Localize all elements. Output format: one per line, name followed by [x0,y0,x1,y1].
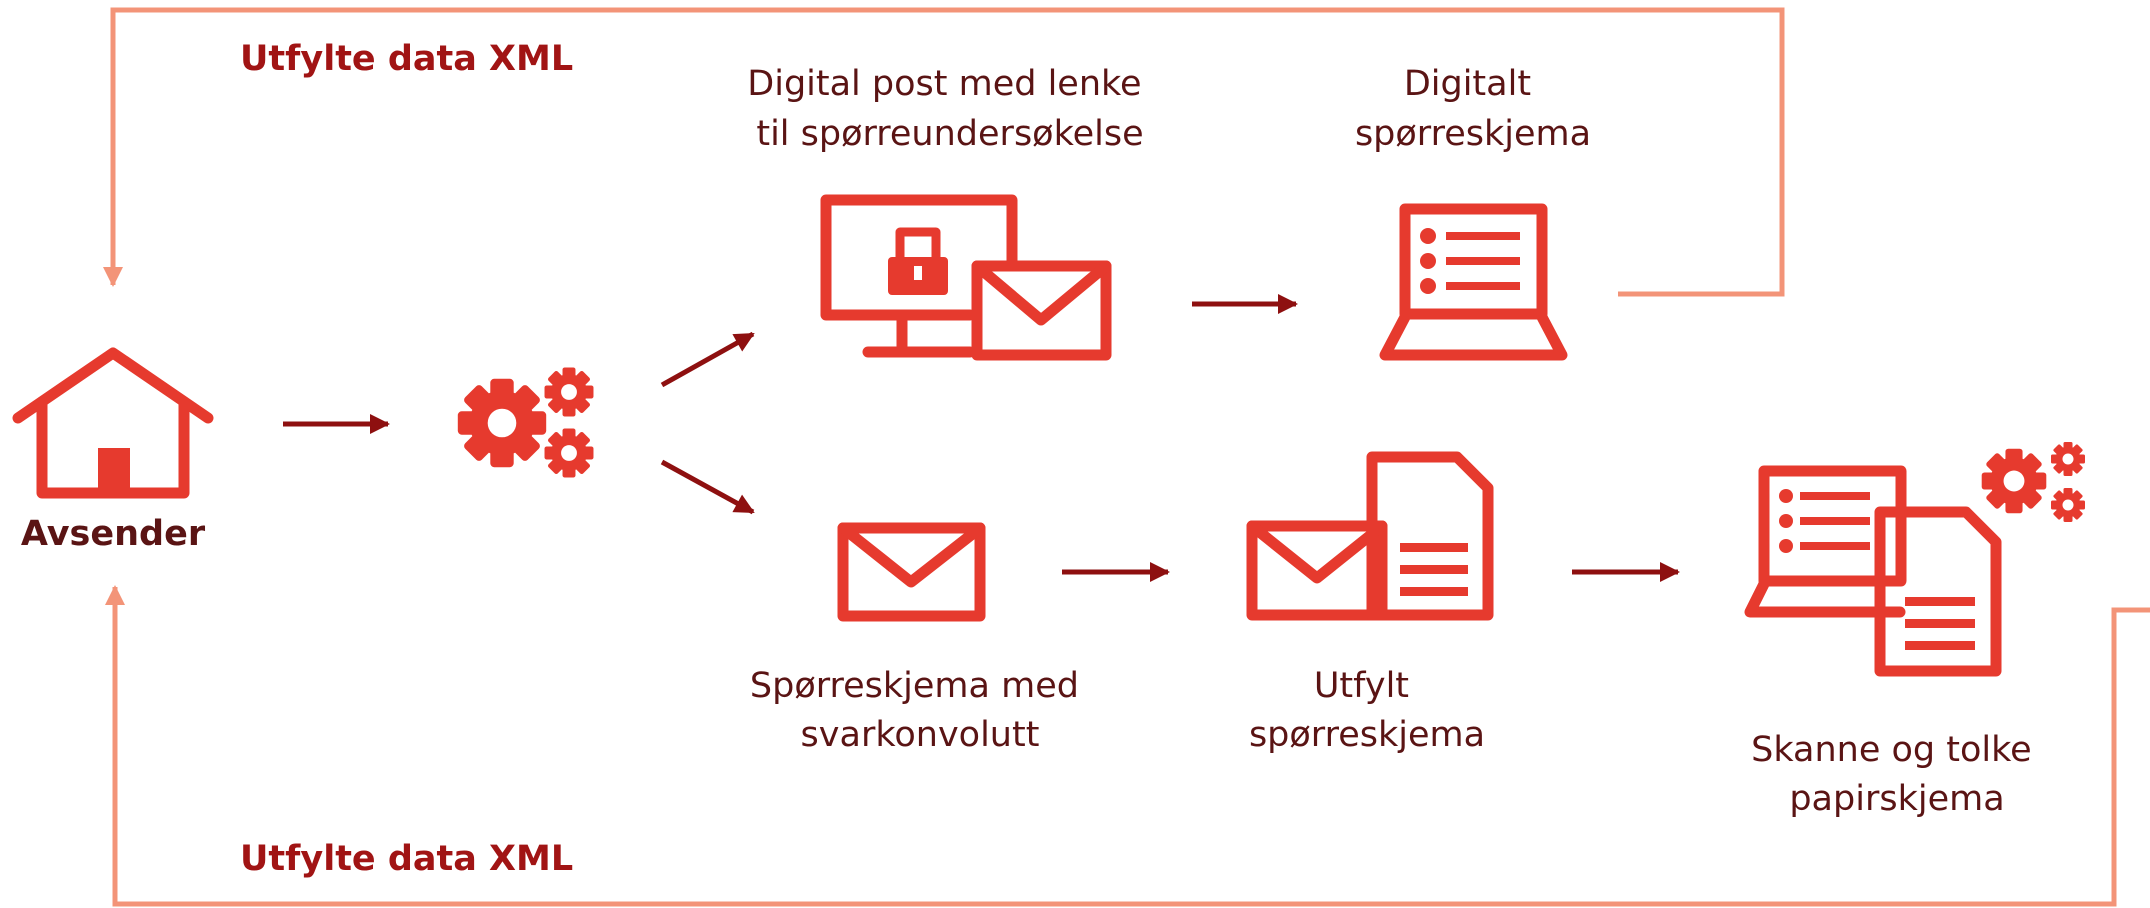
feedback-label-bottom: Utfylte data XML [240,839,573,879]
scan-label: Skanne og tolke papirskjema [1751,730,2043,819]
paper-form-label: Spørreskjema med svarkonvolutt [750,666,1090,755]
house-icon [12,347,214,499]
monitor-lock-envelope-icon [820,194,1112,361]
envelope-document-icon [1246,451,1494,621]
laptop-document-gears-icon [1744,442,2085,677]
flow-arrow-to-paper-form [660,459,755,515]
sender-label: Avsender [21,514,206,554]
feedback-label-top: Utfylte data XML [240,39,573,79]
laptop-form-icon [1379,203,1568,361]
flow-arrow-to-digital-post [660,331,755,388]
feedback-line-bottom [105,585,2150,907]
envelope-icon [837,522,986,622]
feedback-line-top [103,7,1785,297]
digital-form-label: Digitalt spørreskjema [1355,64,1591,154]
gears-icon [457,367,594,478]
digital-post-label: Digital post med lenke til spørreundersø… [747,64,1152,154]
filled-form-label: Utfylt spørreskjema [1249,666,1485,755]
